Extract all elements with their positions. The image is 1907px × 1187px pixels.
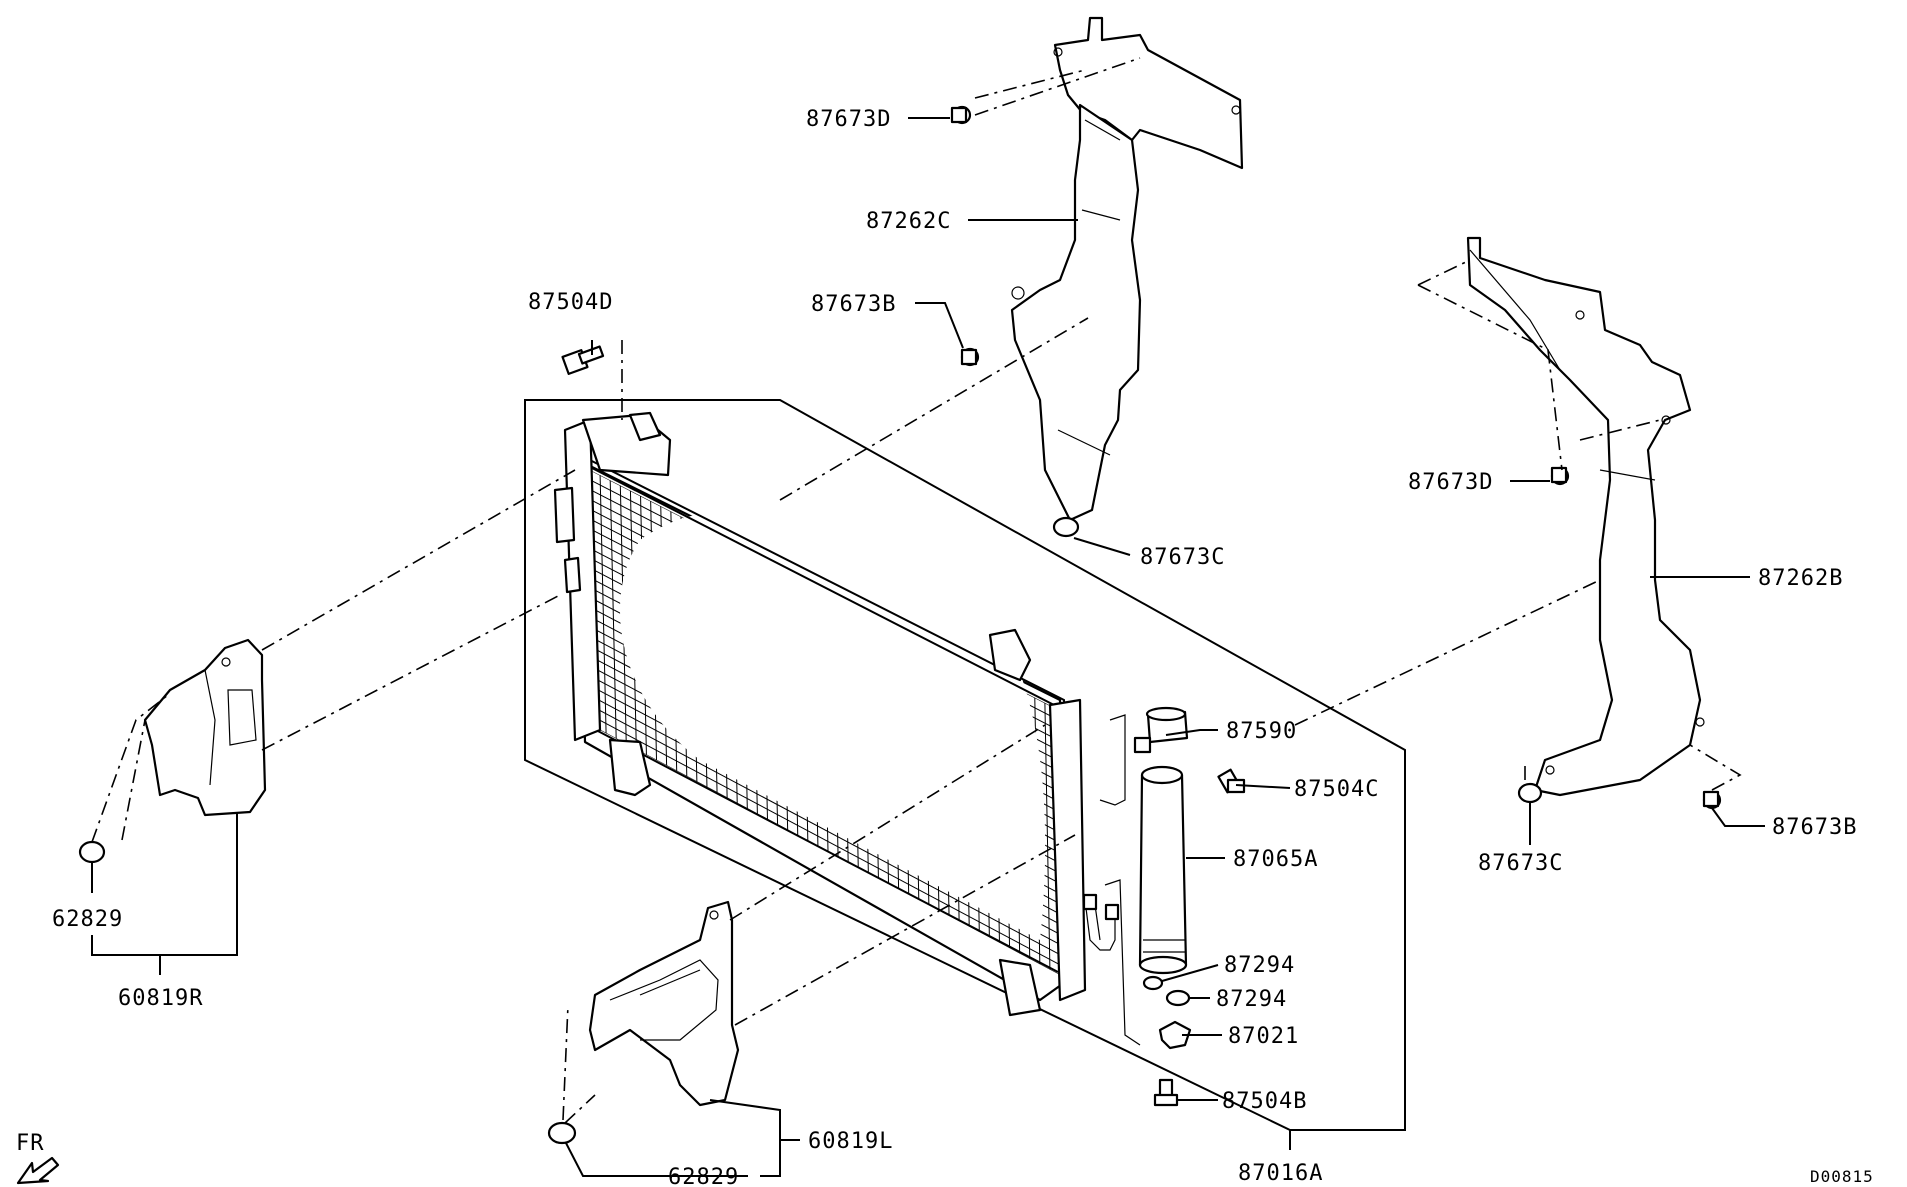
callout-87504D: 87504D — [528, 290, 613, 315]
front-direction-arrow-icon — [16, 1156, 60, 1185]
callout-87673D-top: 87673D — [806, 107, 891, 132]
condenser-core — [553, 411, 1120, 1017]
assembly-boundary-87016A — [524, 399, 1406, 1150]
bolt-87504C — [1217, 768, 1246, 794]
side-guide-60819R — [143, 638, 267, 817]
callout-labels: 87673D 87262C 87673B 87504D 87673C 87673… — [16, 107, 1874, 1187]
clip-87673B-right — [1702, 790, 1722, 810]
callout-87294-a: 87294 — [1224, 953, 1295, 978]
callout-87262C: 87262C — [866, 209, 951, 234]
condenser-tube — [595, 707, 1060, 955]
callout-87504B: 87504B — [1222, 1089, 1307, 1114]
callout-87504C: 87504C — [1294, 777, 1379, 802]
air-guide-87262B — [1466, 236, 1705, 797]
condenser-tube — [595, 717, 1060, 966]
callout-60819R: 60819R — [118, 986, 203, 1011]
callout-62829-left: 62829 — [52, 907, 123, 932]
callout-62829-bottom: 62829 — [668, 1165, 739, 1187]
clamp-87021 — [1158, 1020, 1192, 1050]
bolt-87504D — [561, 345, 605, 375]
callout-87262B: 87262B — [1758, 566, 1843, 591]
callout-87673C-mid: 87673C — [1140, 545, 1225, 570]
bracket-87590 — [1133, 706, 1189, 754]
callout-87065A: 87065A — [1233, 847, 1318, 872]
o-ring-87294-b — [1165, 989, 1191, 1007]
leader-lines — [91, 117, 1765, 1177]
callout-87673B-mid: 87673B — [811, 292, 896, 317]
direction-label: FR — [16, 1131, 45, 1156]
bolt-87504B — [1153, 1078, 1179, 1107]
o-ring-87294-a — [1142, 975, 1164, 991]
alignment-lines — [91, 57, 1742, 1124]
callout-87016A: 87016A — [1238, 1161, 1323, 1186]
callout-87673B-right: 87673B — [1772, 815, 1857, 840]
callout-87021: 87021 — [1228, 1024, 1299, 1049]
reference-code: D00815 — [1810, 1167, 1874, 1186]
callout-87673D-right: 87673D — [1408, 470, 1493, 495]
callout-87590: 87590 — [1226, 719, 1297, 744]
clip-87673C-right — [1517, 782, 1543, 804]
clip-62829-left — [78, 840, 106, 864]
receiver-drier-87065A — [1138, 765, 1188, 975]
clip-87673D-top — [950, 105, 972, 125]
air-guide-87262C — [1010, 16, 1244, 522]
callout-87294-b: 87294 — [1216, 987, 1287, 1012]
callout-60819L: 60819L — [808, 1129, 893, 1154]
clip-87673C-mid — [1052, 516, 1080, 538]
callout-87673C-right: 87673C — [1478, 851, 1563, 876]
side-guide-60819L — [588, 900, 740, 1107]
clip-62829-bottom — [547, 1121, 577, 1145]
clip-87673D-right — [1550, 466, 1570, 486]
clip-87673B-mid — [960, 347, 980, 367]
